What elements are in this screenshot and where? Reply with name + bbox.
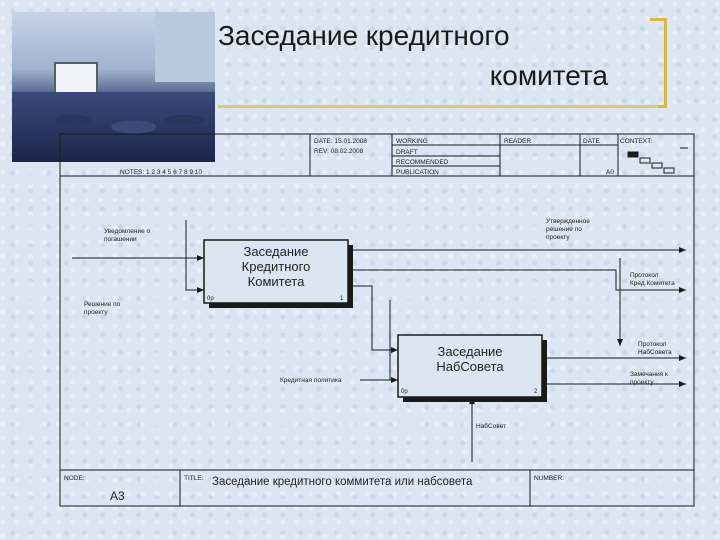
header-context: CONTEXT: xyxy=(620,138,652,145)
photo-people xyxy=(12,92,215,162)
title-bracket xyxy=(650,18,667,108)
label-protocol-nab-1: Протокол xyxy=(638,341,667,348)
box2-num: 2 xyxy=(534,389,538,395)
label-protocol-nab-2: НабСовета xyxy=(638,348,672,356)
footer-title-value: Заседание кредитного коммитета или набсо… xyxy=(212,476,473,488)
label-approved-2: решение по xyxy=(546,226,582,233)
diagram-frame xyxy=(59,133,695,507)
box1-num: 1 xyxy=(340,296,344,302)
box1-line1: Заседание xyxy=(243,244,308,259)
header-publication: PUBLICATION xyxy=(396,169,439,176)
header-draft: DRAFT xyxy=(396,149,418,156)
header-rev: REV: 08.02.2008 xyxy=(314,148,364,155)
activity-box-1: Заседание Кредитного Комитета 0р 1 xyxy=(203,239,353,308)
box1-line3: Комитета xyxy=(248,274,305,289)
activity-box-2: Заседание НабСовета 0р 2 xyxy=(397,334,547,402)
header-date: DATE: 15.01.2008 xyxy=(314,138,367,145)
footer-node-label: NODE: xyxy=(64,475,85,482)
label-decision-1: Решение по xyxy=(84,301,121,308)
label-protocol-credit-2: Кред.Комитета xyxy=(630,280,675,287)
label-approved-1: Утвержденное xyxy=(546,218,590,225)
title-underline xyxy=(218,105,658,108)
label-notice-1: Уведомление о xyxy=(104,228,151,235)
label-decision-2: проекту xyxy=(84,309,108,316)
meeting-photo xyxy=(12,12,215,162)
header-date-col: DATE xyxy=(583,138,601,145)
footer-node-value: A3 xyxy=(110,489,125,503)
header-a0: A0 xyxy=(606,169,614,176)
box2-ref: 0р xyxy=(401,389,408,395)
photo-wall xyxy=(155,12,215,82)
arrow-decision xyxy=(185,220,204,293)
header-notes: NOTES: 1 2 3 4 5 6 7 8 9 10 xyxy=(120,169,202,176)
title-line-2: комитета xyxy=(489,60,608,91)
slide-title: Заседание кредитного комитета xyxy=(218,16,608,96)
label-approved-3: проекту xyxy=(546,234,570,241)
footer-title-label: TITLE: xyxy=(184,475,204,482)
box2-line1: Заседание xyxy=(437,344,502,359)
footer-number-label: NUMBER: xyxy=(534,475,564,482)
label-protocol-credit-1: Протокол xyxy=(630,272,659,279)
context-thumbnail xyxy=(627,147,690,177)
label-nabsovet: НабСовет xyxy=(476,422,506,430)
header-recommended: RECOMMENDED xyxy=(396,159,449,166)
arrow-protocol-credit xyxy=(348,269,686,293)
label-remarks-1: Замечания к xyxy=(630,371,668,378)
title-line-1: Заседание кредитного xyxy=(218,20,510,51)
arrow-to-nabsovet xyxy=(348,285,398,353)
header-working: WORKING xyxy=(396,138,428,145)
header-reader: READER xyxy=(504,138,531,145)
label-notice-2: погашении xyxy=(104,236,137,243)
box2-line2: НабСовета xyxy=(436,359,504,374)
box1-ref: 0р xyxy=(207,296,214,302)
box1-line2: Кредитного xyxy=(242,259,311,274)
label-credit-policy: Кредитная политика xyxy=(280,377,342,384)
label-remarks-2: проекту xyxy=(630,379,654,386)
